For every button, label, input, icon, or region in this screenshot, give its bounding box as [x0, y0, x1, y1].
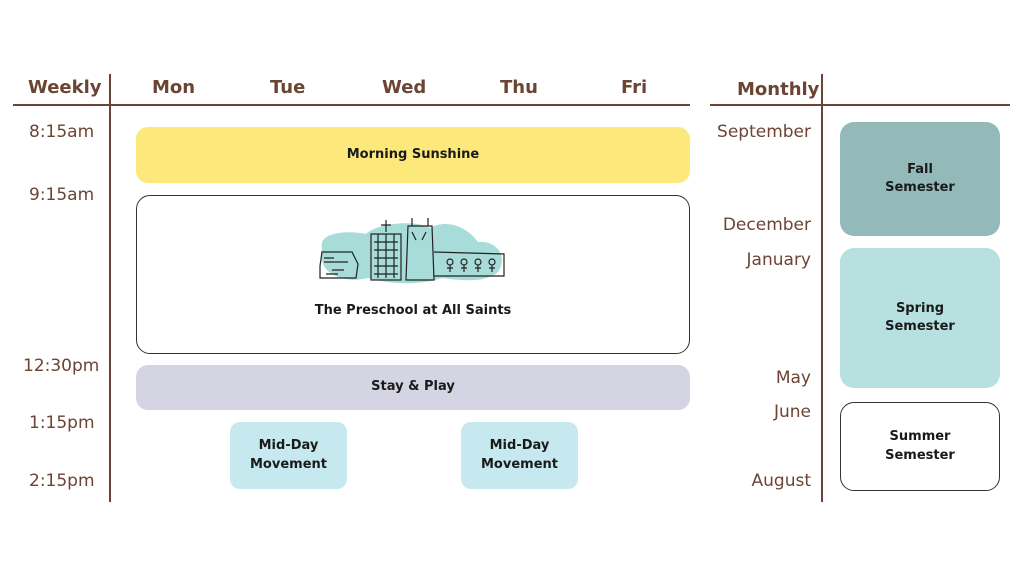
spring-semester-line: Semester [885, 319, 955, 334]
time-label: 2:15pm [29, 471, 95, 491]
weekly-header: Weekly [28, 77, 102, 98]
preschool-block: The Preschool at All Saints [136, 195, 690, 354]
fall-semester-line: Fall [907, 161, 933, 177]
stay-play-block: Stay & Play [136, 365, 690, 410]
fall-semester-block: Fall Semester [840, 122, 1000, 236]
monthly-header-divider [710, 104, 1010, 106]
morning-sunshine-label: Morning Sunshine [346, 146, 480, 162]
time-label: 12:30pm [23, 356, 100, 376]
stay-play-label: Stay & Play [371, 379, 455, 395]
midday-movement-line: Movement [250, 456, 327, 472]
spring-semester-block: Spring Semester [840, 248, 1000, 388]
summer-semester-line: Summer [889, 429, 951, 445]
preschool-logo-icon [319, 218, 505, 284]
month-label: August [751, 471, 812, 491]
month-label: September [717, 122, 811, 142]
day-fri: Fri [621, 77, 648, 98]
time-label: 9:15am [29, 185, 95, 205]
day-mon: Mon [152, 77, 196, 98]
day-thu: Thu [500, 77, 538, 98]
preschool-label: The Preschool at All Saints [314, 303, 512, 318]
summer-semester-line: Semester [885, 447, 955, 463]
weekly-time-divider [109, 74, 111, 502]
midday-movement-line: Movement [481, 456, 558, 472]
monthly-month-divider [821, 74, 823, 502]
spring-semester-line: Spring [895, 300, 945, 316]
day-wed: Wed [382, 77, 427, 98]
midday-movement-block-thu: Mid-Day Movement [461, 422, 578, 489]
month-label: May [775, 368, 811, 388]
morning-sunshine-block: Morning Sunshine [136, 127, 690, 183]
day-tue: Tue [270, 77, 306, 98]
summer-semester-block: Summer Semester [840, 402, 1000, 491]
midday-movement-line: Mid-Day [489, 438, 550, 454]
month-label: December [722, 215, 811, 235]
time-label: 1:15pm [29, 413, 95, 433]
weekly-header-divider [13, 104, 690, 106]
month-label: June [773, 402, 811, 422]
month-label: January [746, 250, 811, 270]
fall-semester-line: Semester [885, 180, 955, 195]
monthly-header: Monthly [737, 79, 820, 100]
midday-movement-block-tue: Mid-Day Movement [230, 422, 347, 489]
time-label: 8:15am [29, 122, 95, 142]
midday-movement-line: Mid-Day [258, 438, 319, 454]
